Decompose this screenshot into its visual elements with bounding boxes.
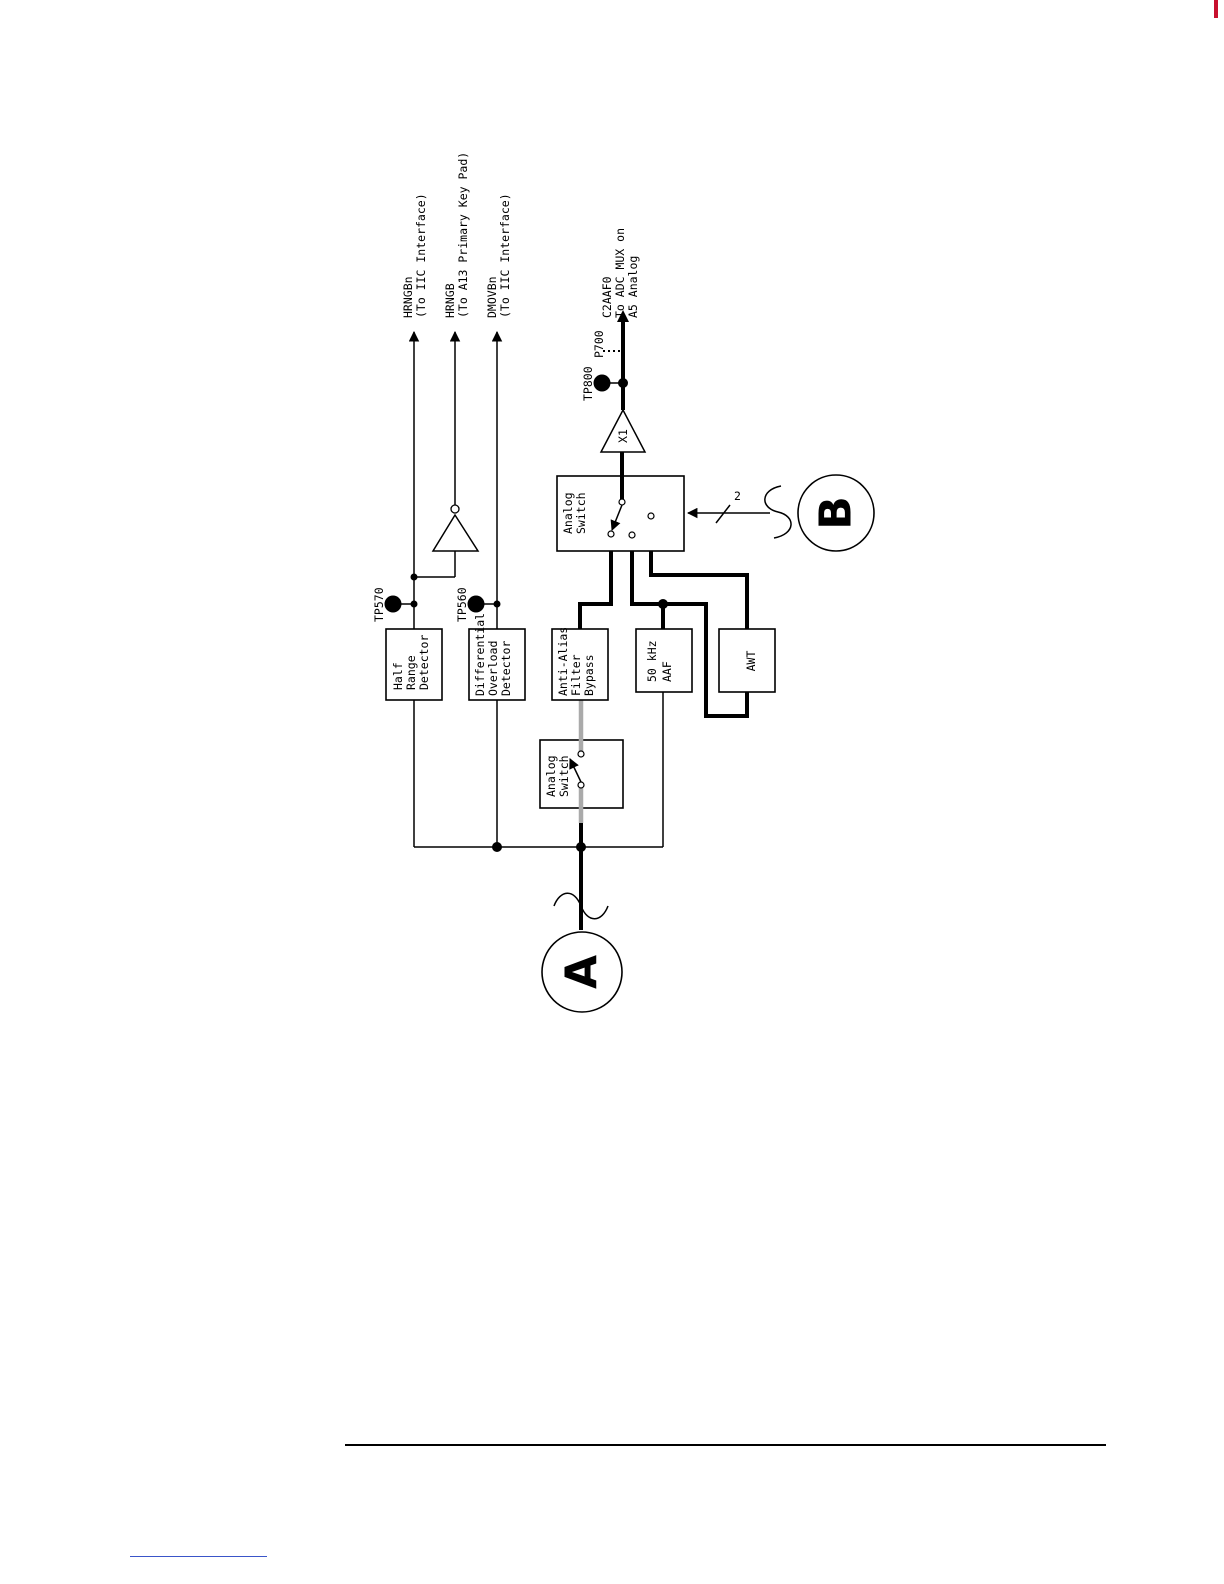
connector-a-label: A — [557, 955, 608, 989]
analog-switch-input: Analog Switch — [540, 700, 623, 823]
anti-alias-filter-bypass: Anti-Alias Filter Bypass — [552, 620, 608, 700]
svg-text:Analog Switch: Analog Switch — [561, 486, 588, 534]
tp800-label: TP800 — [581, 366, 595, 401]
hrngbn-label: HRNGBn (To IIC Interface) — [401, 193, 428, 318]
awt-block: AWT — [719, 629, 775, 692]
tp800-dot — [594, 375, 611, 392]
c2aaf0-label: C2AAF0 To ADC MUX on A5 Analog — [600, 221, 640, 318]
page-link-underline — [130, 1556, 267, 1557]
svg-text:Analog Switch: Analog Switch — [544, 749, 571, 797]
bus-width-label: 2 — [734, 489, 741, 503]
svg-text:AWT: AWT — [744, 651, 758, 672]
connector-b: B — [798, 475, 874, 551]
svg-text:Differential Overload: Differential Overload Detector — [473, 606, 513, 696]
inverter-symbol — [433, 515, 478, 551]
footer-rule — [345, 1444, 1106, 1446]
tp570-label: TP570 — [372, 587, 386, 622]
connector-a: A — [542, 932, 622, 1012]
bus-break-mark — [765, 486, 791, 538]
tp560-label: TP560 — [455, 587, 469, 622]
half-range-detector: Half Range Detector — [386, 629, 442, 700]
buffer-x1: X1 — [601, 410, 645, 452]
tp570-dot — [385, 596, 402, 613]
junction-dot — [576, 842, 586, 852]
inverter-bubble — [451, 505, 459, 513]
aaf-50khz: 50 kHz AAF — [636, 629, 692, 692]
connector-b-label: B — [811, 496, 862, 530]
tp560-dot — [468, 596, 485, 613]
dmovbn-label: DMOVBn (To IIC Interface) — [485, 193, 512, 318]
svg-text:X1: X1 — [616, 429, 630, 443]
p700-label: P700 — [592, 330, 606, 358]
bus-slash — [716, 505, 730, 523]
hrngb-label: HRNGB (To A13 Primary Key Pad) — [443, 152, 470, 318]
